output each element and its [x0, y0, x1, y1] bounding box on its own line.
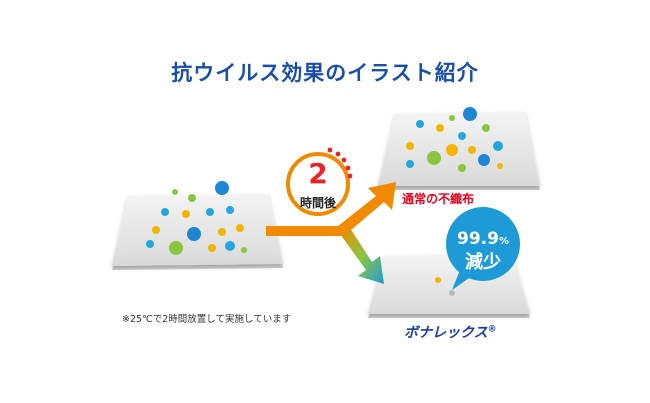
arrow-icon	[266, 182, 396, 284]
virus-icon	[458, 164, 466, 172]
virus-icon	[172, 189, 178, 195]
timer-value: 2	[308, 157, 328, 190]
virus-icon	[449, 115, 455, 121]
virus-cluster-bonarex	[435, 277, 455, 296]
virus-cluster-before	[146, 181, 247, 255]
badge-number: 99.9	[457, 229, 499, 249]
virus-icon	[497, 163, 503, 169]
virus-icon	[241, 247, 247, 253]
footnote: ※25℃で2時間放置して実施しています	[122, 314, 292, 325]
virus-icon	[208, 244, 216, 252]
virus-icon	[146, 240, 154, 248]
virus-icon	[435, 277, 441, 283]
virus-icon	[416, 120, 424, 128]
badge-label: 減少	[465, 252, 501, 273]
virus-icon	[478, 154, 490, 166]
virus-icon	[225, 241, 235, 251]
bonarex-name: ボナレックス	[404, 325, 488, 341]
virus-icon	[493, 141, 503, 151]
normal-fabric-label: 通常の不織布	[402, 192, 475, 206]
virus-icon	[236, 224, 244, 232]
virus-icon	[436, 124, 444, 132]
page-title: 抗ウイルス効果のイラスト紹介	[171, 61, 479, 85]
virus-icon	[188, 194, 196, 202]
virus-icon	[406, 142, 414, 150]
virus-icon	[161, 208, 169, 216]
badge-value: 99.9%	[446, 230, 520, 251]
virus-cluster-normal	[406, 107, 503, 172]
virus-icon	[446, 144, 458, 156]
timer-label: 時間後	[299, 196, 336, 210]
virus-icon	[152, 226, 160, 234]
registered-mark: ®	[487, 324, 497, 335]
virus-icon	[226, 206, 234, 214]
badge-unit: %	[498, 236, 509, 247]
virus-icon	[215, 181, 229, 195]
virus-icon	[482, 124, 490, 132]
virus-icon	[169, 241, 183, 255]
virus-icon	[406, 160, 414, 168]
virus-icon	[182, 210, 190, 218]
bonarex-label: ボナレックス®	[404, 322, 497, 342]
virus-icon	[458, 132, 466, 140]
virus-icon	[206, 208, 214, 216]
virus-icon	[218, 228, 226, 236]
virus-icon	[187, 227, 201, 241]
virus-icon	[449, 290, 455, 296]
sheet-normal	[378, 112, 540, 190]
virus-icon	[463, 107, 477, 121]
speech-badge-icon	[446, 207, 520, 290]
virus-icon	[468, 146, 476, 154]
virus-icon	[427, 151, 441, 165]
timer-ring-icon	[286, 147, 353, 216]
